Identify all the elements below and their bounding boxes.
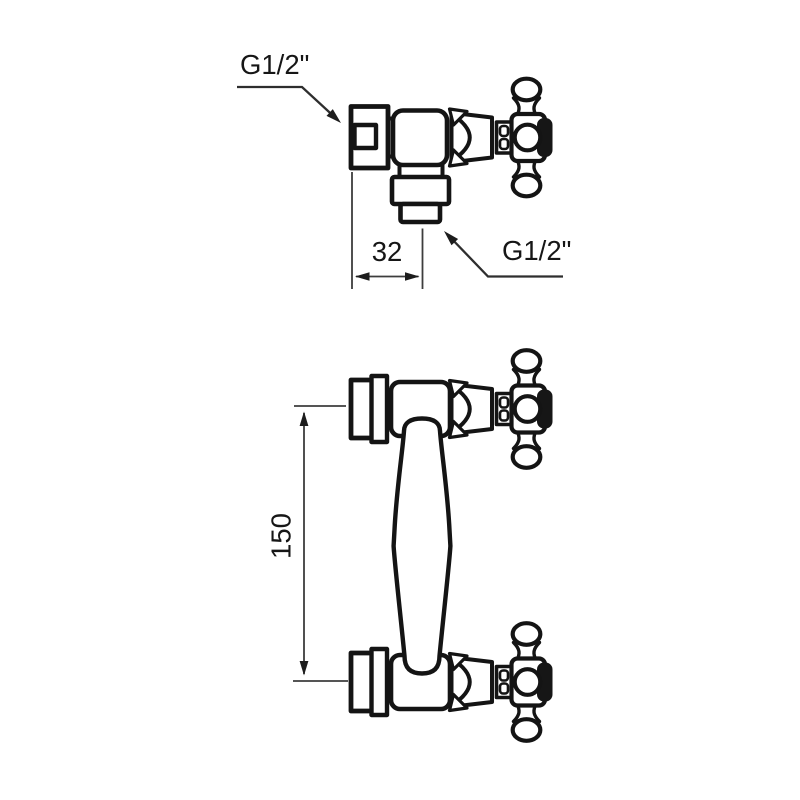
riser-tube — [391, 416, 453, 676]
front-view-drawing: 150 — [266, 350, 553, 741]
inlet-thread-callout: G1/2" — [237, 49, 341, 123]
cross-handle-assembly — [450, 350, 553, 468]
dimension-32-value: 32 — [372, 236, 403, 267]
inlet-thread-label: G1/2" — [240, 49, 309, 80]
dimension-arrowhead-right — [405, 272, 420, 281]
lower-valve — [348, 623, 553, 741]
inlet-leader-arrowhead — [326, 109, 341, 123]
outlet-thread — [398, 201, 443, 225]
wall-flange-recess — [352, 122, 379, 151]
wall-flange-collar — [369, 373, 390, 445]
cross-handle-assembly — [450, 79, 553, 197]
dimension-arrowhead-top — [299, 411, 309, 426]
outlet-collar — [389, 174, 452, 207]
valve-body — [390, 108, 450, 168]
cross-handle-assembly — [450, 623, 553, 741]
outlet-thread-callout: G1/2" — [444, 231, 571, 278]
dimension-32: 32 — [351, 172, 424, 289]
side-view-drawing: G1/2" G1/2" 32 — [237, 49, 571, 289]
dimension-150: 150 — [266, 405, 348, 682]
dimension-150-value: 150 — [266, 513, 297, 559]
inlet-leader-line — [237, 85, 335, 118]
wall-flange-collar — [369, 646, 390, 718]
dimension-arrowhead-bottom — [299, 661, 309, 676]
upper-valve — [348, 350, 553, 468]
outlet-leader-line — [448, 235, 563, 278]
outlet-thread-label: G1/2" — [502, 235, 571, 266]
dimension-arrowhead-left — [355, 272, 370, 281]
outlet-leader-arrowhead — [444, 231, 459, 246]
